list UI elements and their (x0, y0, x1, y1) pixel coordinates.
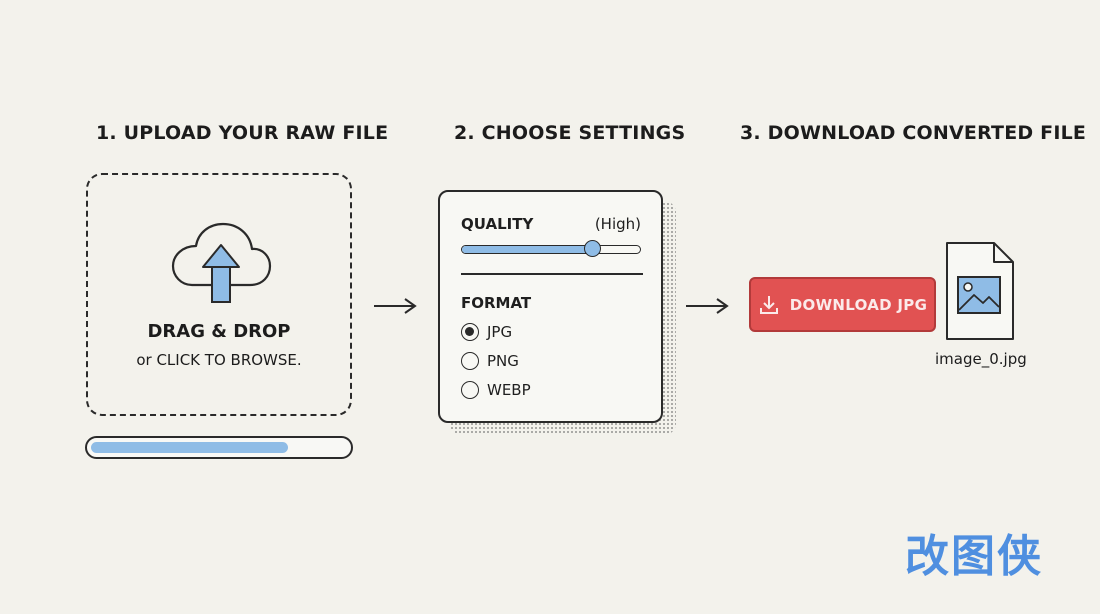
arrow-right-icon (686, 298, 729, 314)
upload-progress-bar (85, 436, 353, 459)
download-icon (759, 295, 778, 314)
quality-slider-fill (462, 246, 592, 253)
settings-panel: QUALITY (High) FORMAT JPG PNG WEBP (438, 190, 663, 423)
radio-button[interactable] (461, 381, 479, 399)
quality-label: QUALITY (461, 215, 534, 233)
step-title-upload: 1. UPLOAD YOUR RAW FILE (96, 122, 389, 144)
drag-drop-label: DRAG & DROP (147, 321, 291, 342)
step-title-download: 3. DOWNLOAD CONVERTED FILE (740, 122, 1087, 144)
watermark-logo: 改图侠 (905, 531, 1043, 582)
upload-dropzone[interactable]: DRAG & DROP or CLICK TO BROWSE. (86, 173, 352, 416)
image-file-icon (946, 242, 1014, 340)
cloud-upload-icon (171, 222, 272, 303)
radio-button[interactable] (461, 352, 479, 370)
format-option-label: PNG (487, 352, 519, 370)
arrow-right-icon (374, 298, 417, 314)
upload-progress-fill (91, 442, 288, 453)
quality-value: (High) (594, 215, 641, 233)
format-option-label: WEBP (487, 381, 531, 399)
download-button[interactable]: DOWNLOAD JPG (749, 277, 936, 332)
format-option-jpg[interactable]: JPG (461, 322, 512, 342)
quality-slider[interactable] (461, 240, 641, 257)
radio-button[interactable] (461, 323, 479, 341)
file-name: image_0.jpg (935, 350, 1027, 368)
step-title-settings: 2. CHOOSE SETTINGS (454, 122, 686, 144)
quality-slider-thumb[interactable] (583, 240, 601, 257)
format-label: FORMAT (461, 294, 532, 312)
download-button-label: DOWNLOAD JPG (789, 295, 928, 314)
format-option-label: JPG (487, 323, 513, 341)
divider (461, 273, 643, 275)
format-option-webp[interactable]: WEBP (461, 380, 531, 400)
format-option-png[interactable]: PNG (461, 351, 519, 371)
click-to-browse-label[interactable]: or CLICK TO BROWSE. (136, 351, 302, 369)
